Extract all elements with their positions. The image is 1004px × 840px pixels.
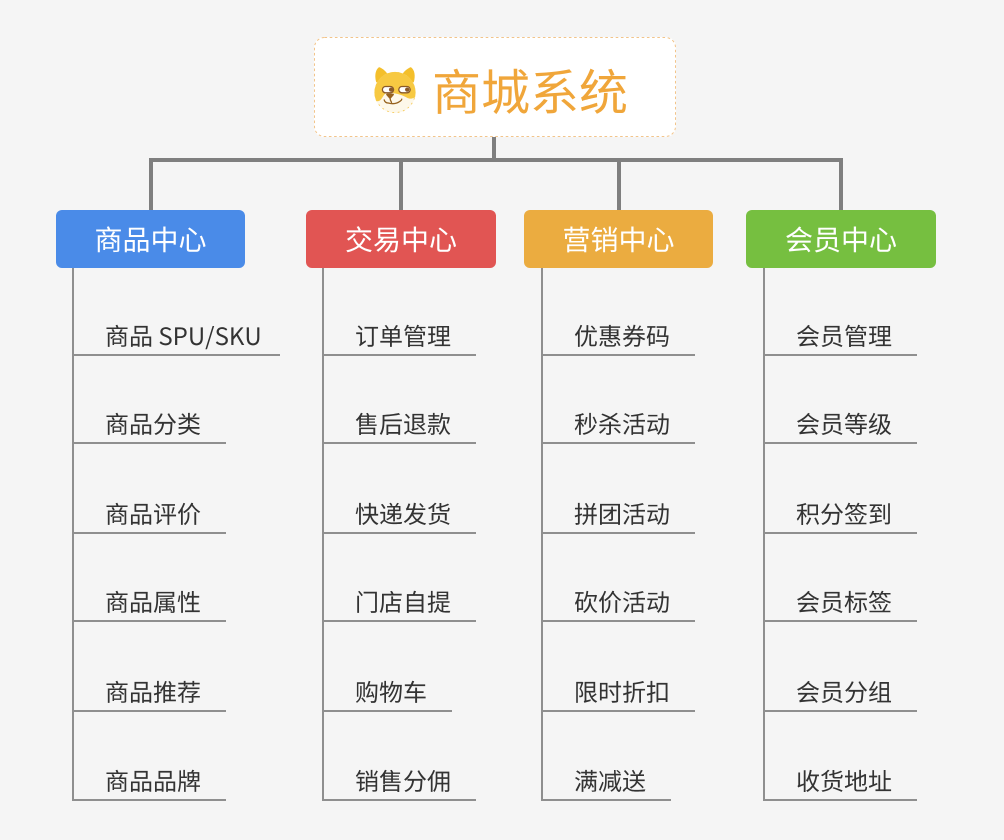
leaf-label: 会员等级	[796, 405, 892, 440]
leaf-label: 会员标签	[796, 583, 892, 618]
leaf-label: 商品推荐	[105, 673, 201, 708]
leaf-node[interactable]: 会员分组	[763, 674, 917, 712]
leaf-label: 砍价活动	[574, 583, 670, 618]
leaf-node[interactable]: 商品推荐	[72, 674, 226, 712]
leaf-label: 商品分类	[105, 405, 201, 440]
connector-branch-stub-3	[616, 158, 621, 210]
leaf-label: 订单管理	[355, 317, 451, 352]
leaf-node[interactable]: 会员管理	[763, 318, 917, 356]
leaf-node[interactable]: 售后退款	[322, 406, 476, 444]
connector-branch-stub-1	[148, 158, 153, 210]
leaf-label: 积分签到	[796, 495, 892, 530]
leaf-node[interactable]: 积分签到	[763, 496, 917, 534]
shiba-dog-icon	[372, 66, 418, 115]
leaf-node[interactable]: 销售分佣	[322, 763, 476, 801]
root-border	[314, 37, 676, 137]
leaf-node[interactable]: 收货地址	[763, 763, 917, 801]
leaf-label: 收货地址	[796, 762, 892, 797]
leaf-label: 门店自提	[355, 583, 451, 618]
leaf-label: 秒杀活动	[574, 405, 670, 440]
leaf-label: 购物车	[355, 673, 427, 708]
connector-root-stub	[492, 137, 496, 162]
leaf-node[interactable]: 购物车	[322, 674, 452, 712]
branch-label-4: 会员中心	[784, 219, 897, 259]
leaf-label: 会员管理	[796, 317, 892, 352]
leaf-label: 商品属性	[105, 583, 201, 618]
leaf-node[interactable]: 订单管理	[322, 318, 476, 356]
connector-branch-stub-4	[839, 158, 843, 210]
branch-label-3: 营销中心	[562, 219, 675, 259]
branch-label-1: 商品中心	[94, 219, 207, 259]
leaf-label: 快递发货	[355, 495, 451, 530]
branch-node-4[interactable]: 会员中心	[746, 210, 936, 268]
leaf-node[interactable]: 优惠券码	[541, 318, 695, 356]
connector-child-line-1	[72, 268, 74, 801]
leaf-node[interactable]: 商品品牌	[72, 763, 226, 801]
leaf-node[interactable]: 商品 SPU/SKU	[72, 318, 280, 356]
branch-label-2: 交易中心	[344, 219, 457, 259]
leaf-node[interactable]: 限时折扣	[541, 674, 695, 712]
root-node[interactable]: 商城系统	[314, 37, 676, 137]
leaf-node[interactable]: 砍价活动	[541, 584, 695, 622]
leaf-node[interactable]: 秒杀活动	[541, 406, 695, 444]
leaf-node[interactable]: 会员等级	[763, 406, 917, 444]
connector-child-line-3	[541, 268, 543, 801]
leaf-label: 销售分佣	[355, 762, 451, 797]
connector-child-line-2	[322, 268, 324, 801]
leaf-node[interactable]: 商品评价	[72, 496, 226, 534]
leaf-label: 商品品牌	[105, 762, 201, 797]
leaf-label: 会员分组	[796, 673, 892, 708]
connector-child-line-4	[763, 268, 765, 801]
leaf-node[interactable]: 快递发货	[322, 496, 476, 534]
leaf-label: 商品评价	[105, 495, 201, 530]
leaf-node[interactable]: 满减送	[541, 763, 671, 801]
leaf-node[interactable]: 商品属性	[72, 584, 226, 622]
leaf-label: 限时折扣	[574, 673, 670, 708]
leaf-node[interactable]: 会员标签	[763, 584, 917, 622]
branch-node-1[interactable]: 商品中心	[56, 210, 245, 268]
connector-horizontal	[148, 158, 843, 162]
leaf-label: 满减送	[574, 762, 646, 797]
connector-branch-stub-2	[399, 158, 403, 210]
leaf-label: 商品 SPU/SKU	[105, 317, 262, 352]
branch-node-3[interactable]: 营销中心	[524, 210, 713, 268]
root-title: 商城系统	[431, 53, 628, 125]
leaf-label: 优惠券码	[574, 317, 670, 352]
leaf-node[interactable]: 门店自提	[322, 584, 476, 622]
leaf-label: 拼团活动	[574, 495, 670, 530]
leaf-node[interactable]: 商品分类	[72, 406, 226, 444]
branch-node-2[interactable]: 交易中心	[306, 210, 496, 268]
leaf-label: 售后退款	[355, 405, 451, 440]
leaf-node[interactable]: 拼团活动	[541, 496, 695, 534]
